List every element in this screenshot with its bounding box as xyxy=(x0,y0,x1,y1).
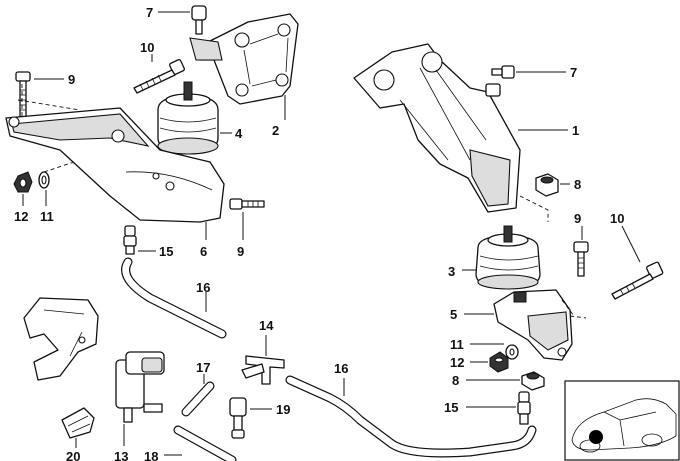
callout-7-top: 7 xyxy=(146,5,153,20)
callout-15-right: 15 xyxy=(444,400,458,415)
callout-9-right: 9 xyxy=(574,211,581,226)
callout-3: 3 xyxy=(448,264,455,279)
bracket-2 xyxy=(189,13,299,105)
callout-20: 20 xyxy=(66,449,80,461)
guide-9-left xyxy=(17,84,81,118)
nut-8-lower xyxy=(521,371,545,391)
bolt-9-left xyxy=(15,71,31,118)
clip-20 xyxy=(61,407,95,439)
callout-2: 2 xyxy=(272,123,279,138)
guide-8-upper xyxy=(519,195,549,222)
nut-12-left xyxy=(13,171,33,193)
callout-10-right: 10 xyxy=(610,211,624,226)
car-locator-inset xyxy=(564,380,680,461)
washer-11-right xyxy=(505,344,519,360)
hose-18 xyxy=(173,425,237,461)
callout-18: 18 xyxy=(144,449,158,461)
hose-16-center xyxy=(285,375,537,458)
fitting-15-left xyxy=(123,225,137,255)
callout-1: 1 xyxy=(572,123,579,138)
callout-17: 17 xyxy=(196,360,210,375)
callout-14: 14 xyxy=(259,318,274,333)
bolt-9-center xyxy=(229,198,265,210)
fitting-15-right xyxy=(517,391,531,425)
callout-19: 19 xyxy=(276,402,290,417)
engine-mount-3 xyxy=(475,225,541,290)
hose-17 xyxy=(181,381,215,417)
nut-12-right xyxy=(489,351,509,373)
callout-12-right: 12 xyxy=(450,355,464,370)
support-arm-6 xyxy=(5,107,225,223)
callout-7-right: 7 xyxy=(570,65,577,80)
callout-11-right: 11 xyxy=(450,337,464,352)
valve-13 xyxy=(115,351,165,423)
bolt-7-right xyxy=(491,65,515,79)
callout-8-lower: 8 xyxy=(452,373,459,388)
callout-9-center: 9 xyxy=(237,244,244,259)
callout-16-center: 16 xyxy=(334,361,348,376)
t-piece-14 xyxy=(241,355,285,385)
bolt-9-right xyxy=(573,241,589,277)
vacuum-holder-bracket xyxy=(23,297,99,381)
bolt-10-right xyxy=(611,261,664,300)
connector-19 xyxy=(229,397,247,439)
guide-5 xyxy=(561,299,587,319)
washer-11-left xyxy=(38,171,50,189)
support-5 xyxy=(493,289,573,361)
nut-8-upper xyxy=(535,173,559,197)
bracket-1 xyxy=(353,43,521,213)
leader-10-right xyxy=(621,225,641,263)
callout-15-left: 15 xyxy=(159,244,173,259)
callout-12-left: 12 xyxy=(14,209,28,224)
callout-5: 5 xyxy=(450,307,457,322)
engine-mount-4 xyxy=(157,81,219,155)
guide-washer-left xyxy=(43,161,75,173)
callout-6: 6 xyxy=(200,244,207,259)
callout-10-left: 10 xyxy=(140,40,154,55)
callout-8-upper: 8 xyxy=(574,177,581,192)
callout-16-left: 16 xyxy=(196,280,210,295)
callout-9-left: 9 xyxy=(68,72,75,87)
callout-13: 13 xyxy=(114,449,128,461)
bolt-7-top xyxy=(191,5,207,35)
callout-4: 4 xyxy=(235,126,243,141)
hose-16-left xyxy=(121,257,227,339)
bolt-10-left xyxy=(133,59,185,94)
callout-11-left: 11 xyxy=(40,209,54,224)
